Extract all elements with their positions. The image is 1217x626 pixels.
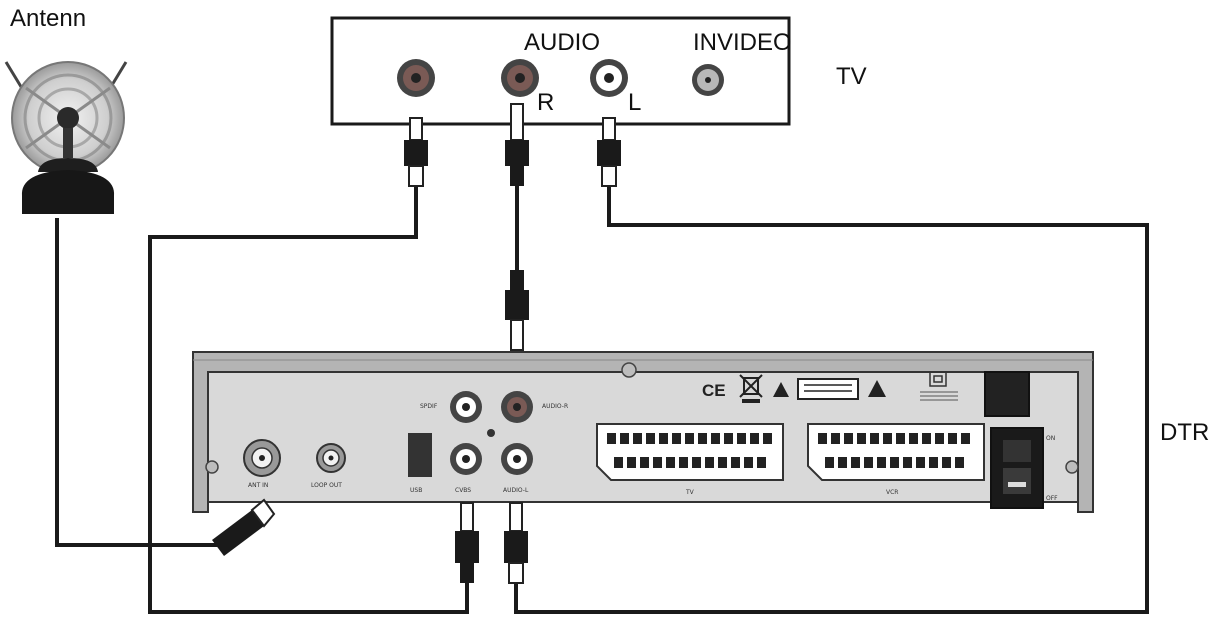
tv-scart-text: TV: [685, 489, 695, 496]
spdif-jack: [450, 391, 482, 423]
tv-label: TV: [836, 63, 867, 90]
ant-in-connector: [243, 439, 281, 477]
audio-l-cable: [514, 185, 1149, 614]
tv-video-plug: [404, 117, 428, 187]
cvbs-plug: [455, 502, 479, 583]
tv-audio-l-jack: [590, 59, 628, 97]
dtr-label: DTR: [1160, 419, 1209, 446]
spdif-text: SPDIF: [420, 403, 438, 410]
tv-video-jack: [397, 59, 435, 97]
tv-audio-r-plug: [505, 103, 529, 186]
tv-audio-r-jack: [501, 59, 539, 97]
audio-r-label: R: [537, 89, 554, 116]
audio-r-text: AUDIO-R: [542, 403, 568, 410]
weee-bin-icon: [739, 374, 763, 403]
ce-mark: CE: [702, 381, 726, 400]
warning-triangle-icon-2: [868, 380, 886, 397]
audio-r-plug-lower: [505, 270, 529, 351]
invideo-label: INVIDEO: [693, 29, 792, 56]
receiver-panel: ANT IN LOOP OUT USB SPDIF AUDIO-R: [192, 351, 1094, 513]
loop-out-text: LOOP OUT: [311, 482, 342, 489]
ant-in-text: ANT IN: [248, 482, 268, 489]
antenna-cable: [55, 218, 220, 547]
double-insulation-icon: [920, 371, 958, 401]
warning-triangle-icon: [773, 382, 789, 397]
switch-on-text: ON: [1046, 435, 1055, 442]
cvbs-jack: [450, 443, 482, 475]
audio-l-plug: [504, 502, 528, 584]
usb-text: USB: [410, 487, 422, 494]
rating-label-plate: [797, 378, 859, 400]
antenna-label: Antenn: [10, 5, 86, 32]
video-cable: [148, 185, 469, 614]
audio-l-text: AUDIO-L: [503, 487, 529, 494]
tv-scart-connector: [596, 423, 784, 481]
vcr-scart-connector: [807, 423, 985, 481]
usb-port: [408, 433, 432, 477]
tv-audio-l-plug: [597, 117, 621, 187]
cvbs-text: CVBS: [455, 487, 471, 494]
antenna-icon: [4, 61, 128, 214]
switch-off-text: OFF: [1046, 495, 1058, 502]
receiver-audio-r-jack: [501, 391, 533, 423]
power-socket: [984, 371, 1030, 417]
vcr-scart-text: VCR: [886, 489, 898, 496]
audio-l-label: L: [628, 89, 641, 116]
audio-label: AUDIO: [524, 29, 600, 56]
loop-out-connector: [316, 443, 346, 473]
power-switch: [990, 427, 1044, 509]
tv-panel: [330, 16, 791, 126]
antenna-plug: [212, 498, 276, 556]
receiver-audio-l-jack: [501, 443, 533, 475]
tv-invideo-jack: [692, 64, 724, 96]
